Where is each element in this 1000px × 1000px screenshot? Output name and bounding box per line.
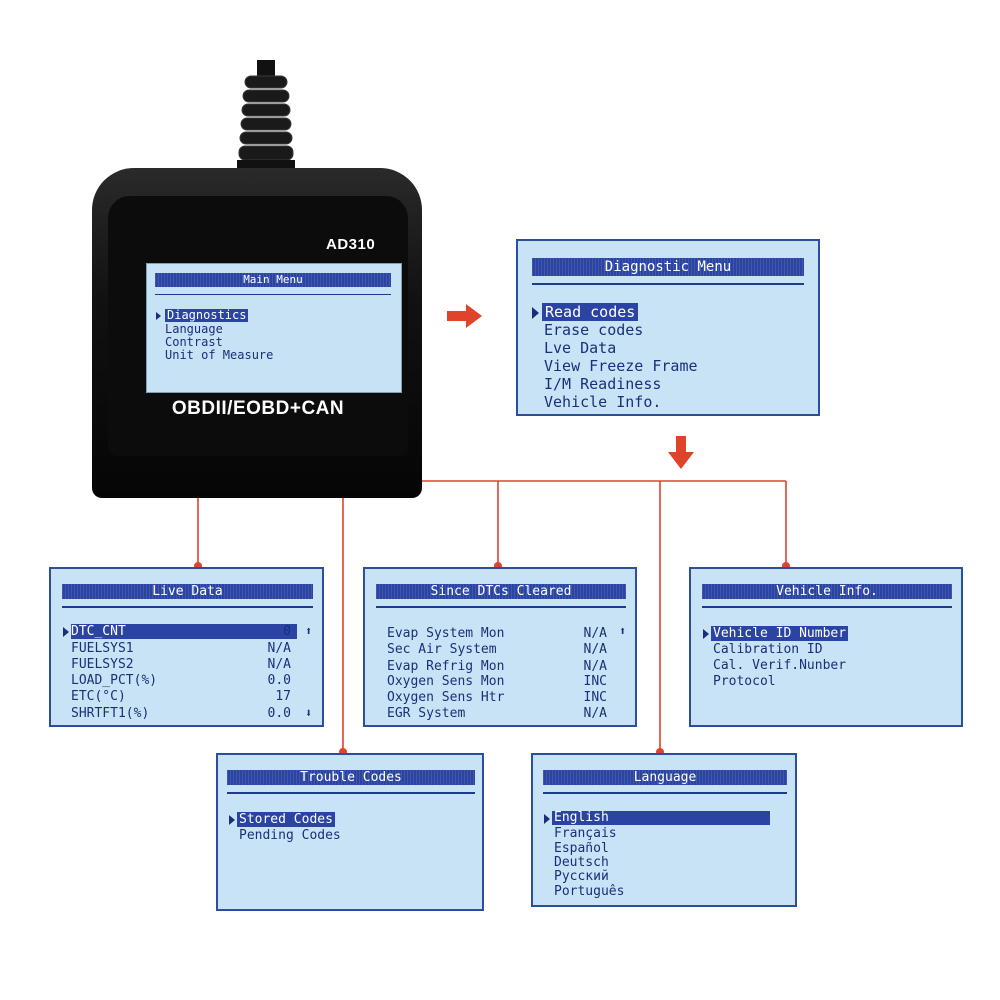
live-data-label-dtc-cnt[interactable]: DTC_CNT — [71, 624, 297, 639]
menu-item-live-data[interactable]: Lve Data — [544, 339, 617, 357]
monitor-label: EGR System — [387, 706, 466, 721]
menu-item-im-readiness[interactable]: I/M Readiness — [544, 375, 662, 393]
device-model-label: AD310 — [326, 236, 376, 253]
live-data-label: ETC(°C) — [71, 689, 126, 704]
menu-item-view-freeze-frame[interactable]: View Freeze Frame — [544, 357, 698, 375]
live-data-value-dtc-cnt: 0 — [283, 624, 291, 639]
divider — [62, 606, 313, 608]
panel-title: Trouble Codes — [227, 770, 475, 785]
menu-item-erase-codes[interactable]: Erase codes — [544, 321, 644, 339]
divider — [376, 606, 626, 608]
monitor-label: Sec Air System — [387, 642, 497, 657]
live-data-label: SHRTFT1(%) — [71, 706, 150, 721]
panel-title: Language — [543, 770, 787, 785]
menu-item-calibration-id[interactable]: Calibration ID — [713, 642, 823, 657]
live-data-label: LOAD_PCT(%) — [71, 673, 158, 688]
live-data-panel: Live Data DTC_CNT 0 ⬆ FUELSYS1 N/A FUELS… — [49, 567, 324, 727]
panel-title: Live Data — [62, 584, 313, 599]
cursor-triangle-icon — [156, 312, 161, 320]
diagnostic-menu-panel: Diagnostic Menu Read codes Erase codes L… — [516, 239, 820, 416]
menu-item-stored-codes[interactable]: Stored Codes — [237, 812, 335, 827]
menu-item-english[interactable]: English — [552, 811, 770, 825]
menu-item-language[interactable]: Language — [165, 322, 223, 336]
monitor-status: N/A — [583, 642, 607, 657]
live-data-label: FUELSYS1 — [71, 641, 134, 656]
monitor-label: Oxygen Sens Mon — [387, 674, 505, 689]
live-data-value: 0.0 — [267, 706, 291, 721]
down-arrow-icon — [668, 436, 694, 469]
monitor-label: Evap Refrig Mon — [387, 659, 505, 674]
menu-item-russian[interactable]: Русский — [554, 869, 609, 884]
monitor-status: INC — [583, 690, 607, 705]
cursor-triangle-icon — [63, 627, 69, 637]
menu-item-read-codes[interactable]: Read codes — [542, 303, 639, 321]
menu-item-espanol[interactable]: Español — [554, 841, 609, 856]
menu-item-pending-codes[interactable]: Pending Codes — [239, 828, 341, 843]
menu-item-protocol[interactable]: Protocol — [713, 674, 776, 689]
monitor-status: INC — [583, 674, 607, 689]
cursor-triangle-icon — [703, 629, 709, 639]
trouble-codes-panel: Trouble Codes Stored Codes Pending Codes — [216, 753, 484, 911]
panel-title: Since DTCs Cleared — [376, 584, 626, 599]
scroll-up-icon[interactable]: ⬆ — [619, 624, 627, 638]
live-data-value: N/A — [267, 641, 291, 656]
menu-item-cal-verif-number[interactable]: Cal. Verif.Nunber — [713, 658, 847, 673]
menu-item-diagnostics[interactable]: Diagnostics — [165, 308, 249, 322]
live-data-value: 0.0 — [267, 673, 291, 688]
right-arrow-icon — [447, 304, 482, 328]
divider — [702, 606, 952, 608]
panel-title: Diagnostic Menu — [532, 258, 804, 276]
menu-item-vehicle-info[interactable]: Vehicle Info. — [544, 393, 662, 411]
since-dtcs-cleared-panel: Since DTCs Cleared ⬆ Evap System Mon N/A… — [363, 567, 637, 727]
menu-item-portugues[interactable]: Português — [554, 884, 625, 899]
live-data-value: N/A — [267, 657, 291, 672]
divider — [155, 294, 391, 295]
monitor-status: N/A — [583, 706, 607, 721]
live-data-value: 17 — [275, 689, 291, 704]
cursor-triangle-icon — [229, 815, 235, 825]
monitor-status: N/A — [583, 659, 607, 674]
monitor-label: Oxygen Sens Htr — [387, 690, 505, 705]
cursor-triangle-icon — [532, 307, 539, 319]
menu-item-unit-of-measure[interactable]: Unit of Measure — [165, 348, 274, 362]
monitor-label: Evap System Mon — [387, 626, 505, 641]
cable-strain-relief — [237, 60, 295, 170]
menu-item-deutsch[interactable]: Deutsch — [554, 855, 609, 870]
menu-item-vehicle-id-number[interactable]: Vehicle ID Number — [711, 626, 849, 641]
menu-item-contrast[interactable]: Contrast — [165, 335, 223, 349]
divider — [227, 792, 475, 794]
live-data-label: FUELSYS2 — [71, 657, 134, 672]
monitor-status: N/A — [583, 626, 607, 641]
divider — [532, 283, 804, 285]
scroll-down-icon[interactable]: ⬇ — [305, 706, 313, 720]
cursor-triangle-icon — [544, 814, 550, 824]
divider — [543, 792, 787, 794]
panel-title: Vehicle Info. — [702, 584, 952, 599]
scroll-up-icon[interactable]: ⬆ — [305, 624, 313, 638]
device-screen-title: Main Menu — [155, 273, 391, 287]
device-screen: Main Menu Diagnostics Language Contrast … — [146, 263, 402, 393]
menu-item-francais[interactable]: Français — [554, 826, 617, 841]
vehicle-info-panel: Vehicle Info. Vehicle ID Number Calibrat… — [689, 567, 963, 727]
language-panel: Language English Français Español Deutsc… — [531, 753, 797, 907]
device-brand-label: OBDII/EOBD+CAN — [171, 398, 345, 419]
